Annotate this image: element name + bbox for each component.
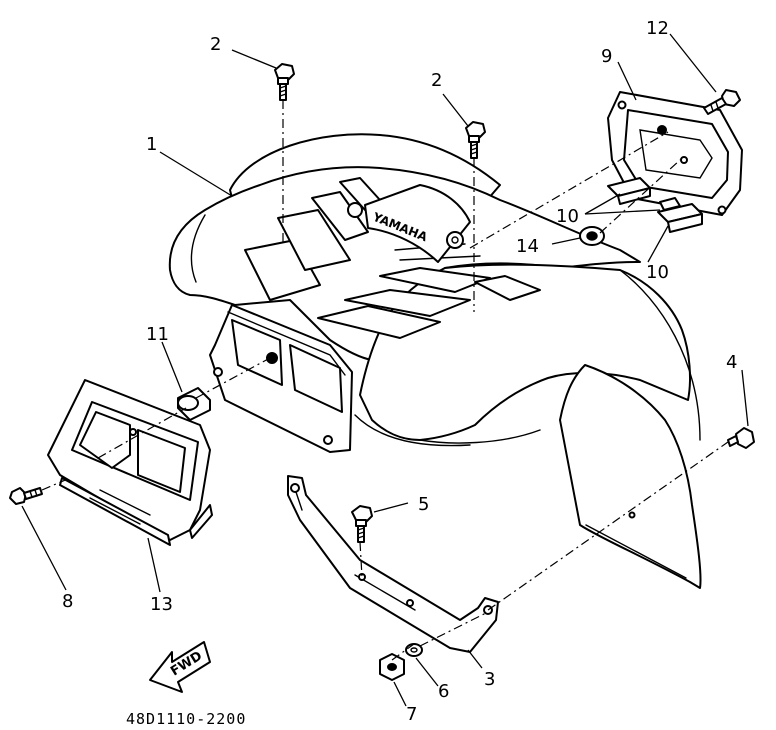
callout-8: 8 — [62, 591, 73, 612]
washer-6 — [405, 643, 423, 657]
drawing-code: 48D1110-2200 — [126, 710, 246, 728]
grommet-part-14 — [579, 226, 605, 246]
callout-2b: 2 — [431, 70, 442, 91]
callout-13: 13 — [150, 594, 173, 615]
forward-direction-arrow: FWD — [149, 641, 211, 693]
callout-1: 1 — [146, 134, 157, 155]
callout-7: 7 — [406, 704, 417, 725]
leader-lines — [21, 33, 749, 707]
assembly-lines — [41, 100, 729, 661]
callout-10a: 10 — [556, 206, 579, 227]
callout-10b: 10 — [646, 262, 669, 283]
callout-4: 4 — [726, 352, 737, 373]
stay-bracket-part-3 — [287, 475, 499, 653]
cushion-pads-part-10 — [607, 177, 703, 233]
callout-14: 14 — [516, 236, 539, 257]
bolt-5 — [351, 505, 373, 543]
bolt-12 — [703, 89, 741, 115]
callout-9: 9 — [601, 46, 612, 67]
front-fender: YAMAHA — [168, 133, 702, 589]
nut-7 — [379, 653, 405, 681]
headlight-bezel-part-13 — [47, 379, 213, 546]
spacer-part-11 — [177, 387, 211, 421]
callout-12: 12 — [646, 18, 669, 39]
bolt-2b — [465, 121, 486, 159]
callout-6: 6 — [438, 681, 449, 702]
bolt-2a — [274, 63, 295, 101]
callout-3: 3 — [484, 669, 495, 690]
callout-labels: 1 2 2 3 4 5 6 7 8 9 10 10 11 12 13 14 — [62, 18, 737, 725]
bolt-4 — [727, 427, 755, 449]
callout-11: 11 — [146, 324, 169, 345]
callout-2a: 2 — [210, 34, 221, 55]
callout-5: 5 — [418, 494, 429, 515]
bolt-8 — [9, 487, 43, 505]
